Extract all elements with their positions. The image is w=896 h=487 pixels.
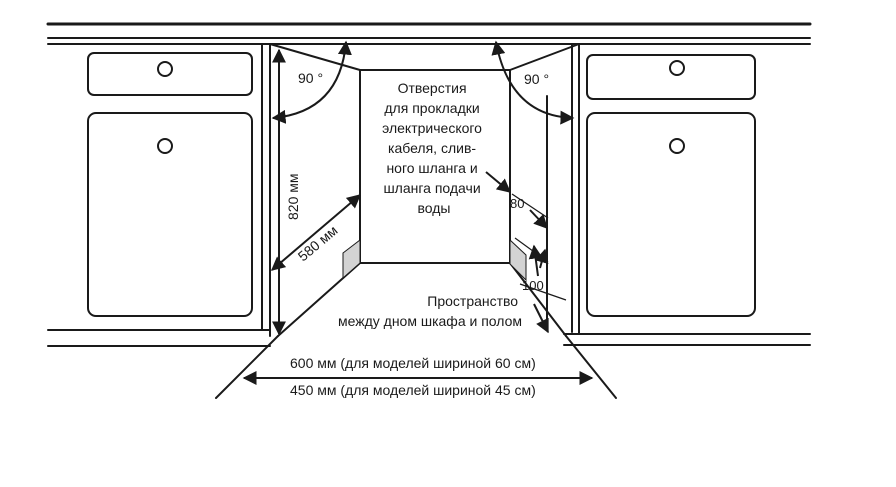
holes-leader-arrow xyxy=(485,171,512,193)
holes-label: Отверстия для прокладки электрического к… xyxy=(382,80,486,216)
niche-floor-right xyxy=(509,262,567,337)
dim-80-label: 80 xyxy=(510,196,524,211)
right-corner-block xyxy=(509,238,527,282)
niche-back-wall xyxy=(359,69,511,264)
depth-label: 580 мм xyxy=(295,222,341,264)
right-door-swing-arc xyxy=(491,40,575,125)
dim-100-label: 100 xyxy=(522,278,544,293)
floor-line-right xyxy=(565,335,617,399)
dim-80-arrow-bottom xyxy=(528,244,543,277)
height-label: 820 мм xyxy=(285,174,301,221)
space-label: Пространство между дном шкафа и полом xyxy=(338,293,522,329)
dim-80-arrow-top xyxy=(529,209,548,230)
width-60-label: 600 мм (для моделей шириной 60 см) xyxy=(290,355,536,371)
right-door-front xyxy=(586,112,756,317)
left-door-front xyxy=(87,112,253,317)
dim-100-ext xyxy=(519,283,567,301)
dim-100-arrow-top xyxy=(534,248,549,269)
space-arrow xyxy=(533,303,549,334)
width-45-label: 450 мм (для моделей шириной 45 см) xyxy=(290,382,536,398)
angle-right-label: 90 ° xyxy=(524,71,549,87)
niche-top-left xyxy=(269,43,361,71)
right-drawer-handle-icon xyxy=(669,60,685,76)
angle-left-label: 90 ° xyxy=(298,70,323,86)
dim-80-ext-top xyxy=(511,193,549,219)
left-drawer-handle-icon xyxy=(157,61,173,77)
left-door-handle-icon xyxy=(157,138,173,154)
left-corner-block xyxy=(342,238,361,280)
floor-line-left xyxy=(215,335,279,399)
right-drawer-front xyxy=(586,54,756,100)
left-door-swing-arc xyxy=(271,40,352,124)
left-drawer-front xyxy=(87,52,253,96)
right-door-handle-icon xyxy=(669,138,685,154)
depth-dimension-line xyxy=(270,194,362,271)
niche-top-right xyxy=(509,43,580,71)
